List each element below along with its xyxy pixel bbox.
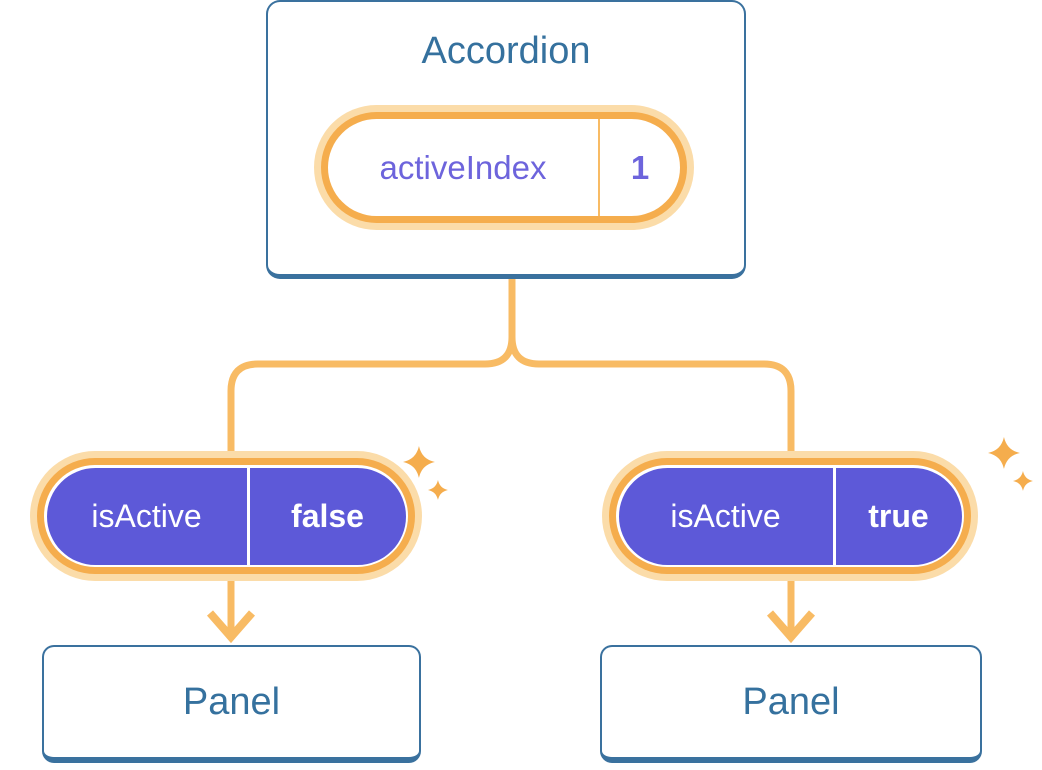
panel-title: Panel bbox=[182, 680, 281, 723]
pill-divider bbox=[832, 467, 836, 565]
state-pill: activeIndex 1 bbox=[314, 105, 694, 230]
accordion-title: Accordion bbox=[421, 30, 591, 72]
panel-title: Panel bbox=[742, 680, 840, 723]
prop-pill-right: isActive true bbox=[602, 451, 978, 581]
pill-ring: activeIndex 1 bbox=[321, 112, 687, 223]
arrow-down-icon bbox=[766, 610, 816, 644]
prop-value: false bbox=[291, 497, 364, 534]
sparkle-icon bbox=[988, 437, 1020, 469]
pill-divider bbox=[246, 467, 250, 565]
pill-glow: isActive false bbox=[30, 451, 422, 581]
sparkle-icon bbox=[403, 446, 435, 478]
state-pill-body: activeIndex 1 bbox=[328, 119, 680, 216]
panel-card-left: Panel bbox=[42, 645, 421, 763]
prop-pill-body: isActive false bbox=[46, 467, 406, 565]
prop-label: isActive bbox=[670, 497, 781, 534]
pill-glow: activeIndex 1 bbox=[314, 105, 694, 230]
state-label: activeIndex bbox=[379, 148, 547, 186]
prop-label: isActive bbox=[91, 497, 202, 534]
prop-pill-left: isActive false bbox=[30, 451, 422, 581]
pill-gap: isActive false bbox=[44, 465, 408, 567]
prop-value: true bbox=[868, 497, 929, 534]
pill-divider bbox=[598, 119, 600, 216]
pill-ring: isActive false bbox=[37, 458, 415, 574]
panel-card-right: Panel bbox=[600, 645, 982, 763]
pill-ring: isActive true bbox=[609, 458, 971, 574]
connector-right-line bbox=[508, 279, 795, 634]
pill-gap: isActive true bbox=[616, 465, 964, 567]
prop-pill-body: isActive true bbox=[618, 467, 962, 565]
sparkle-icon bbox=[1013, 471, 1033, 491]
arrow-down-icon bbox=[206, 610, 256, 644]
pill-glow: isActive true bbox=[602, 451, 978, 581]
sparkle-icon bbox=[428, 480, 448, 500]
state-value: 1 bbox=[630, 148, 650, 186]
